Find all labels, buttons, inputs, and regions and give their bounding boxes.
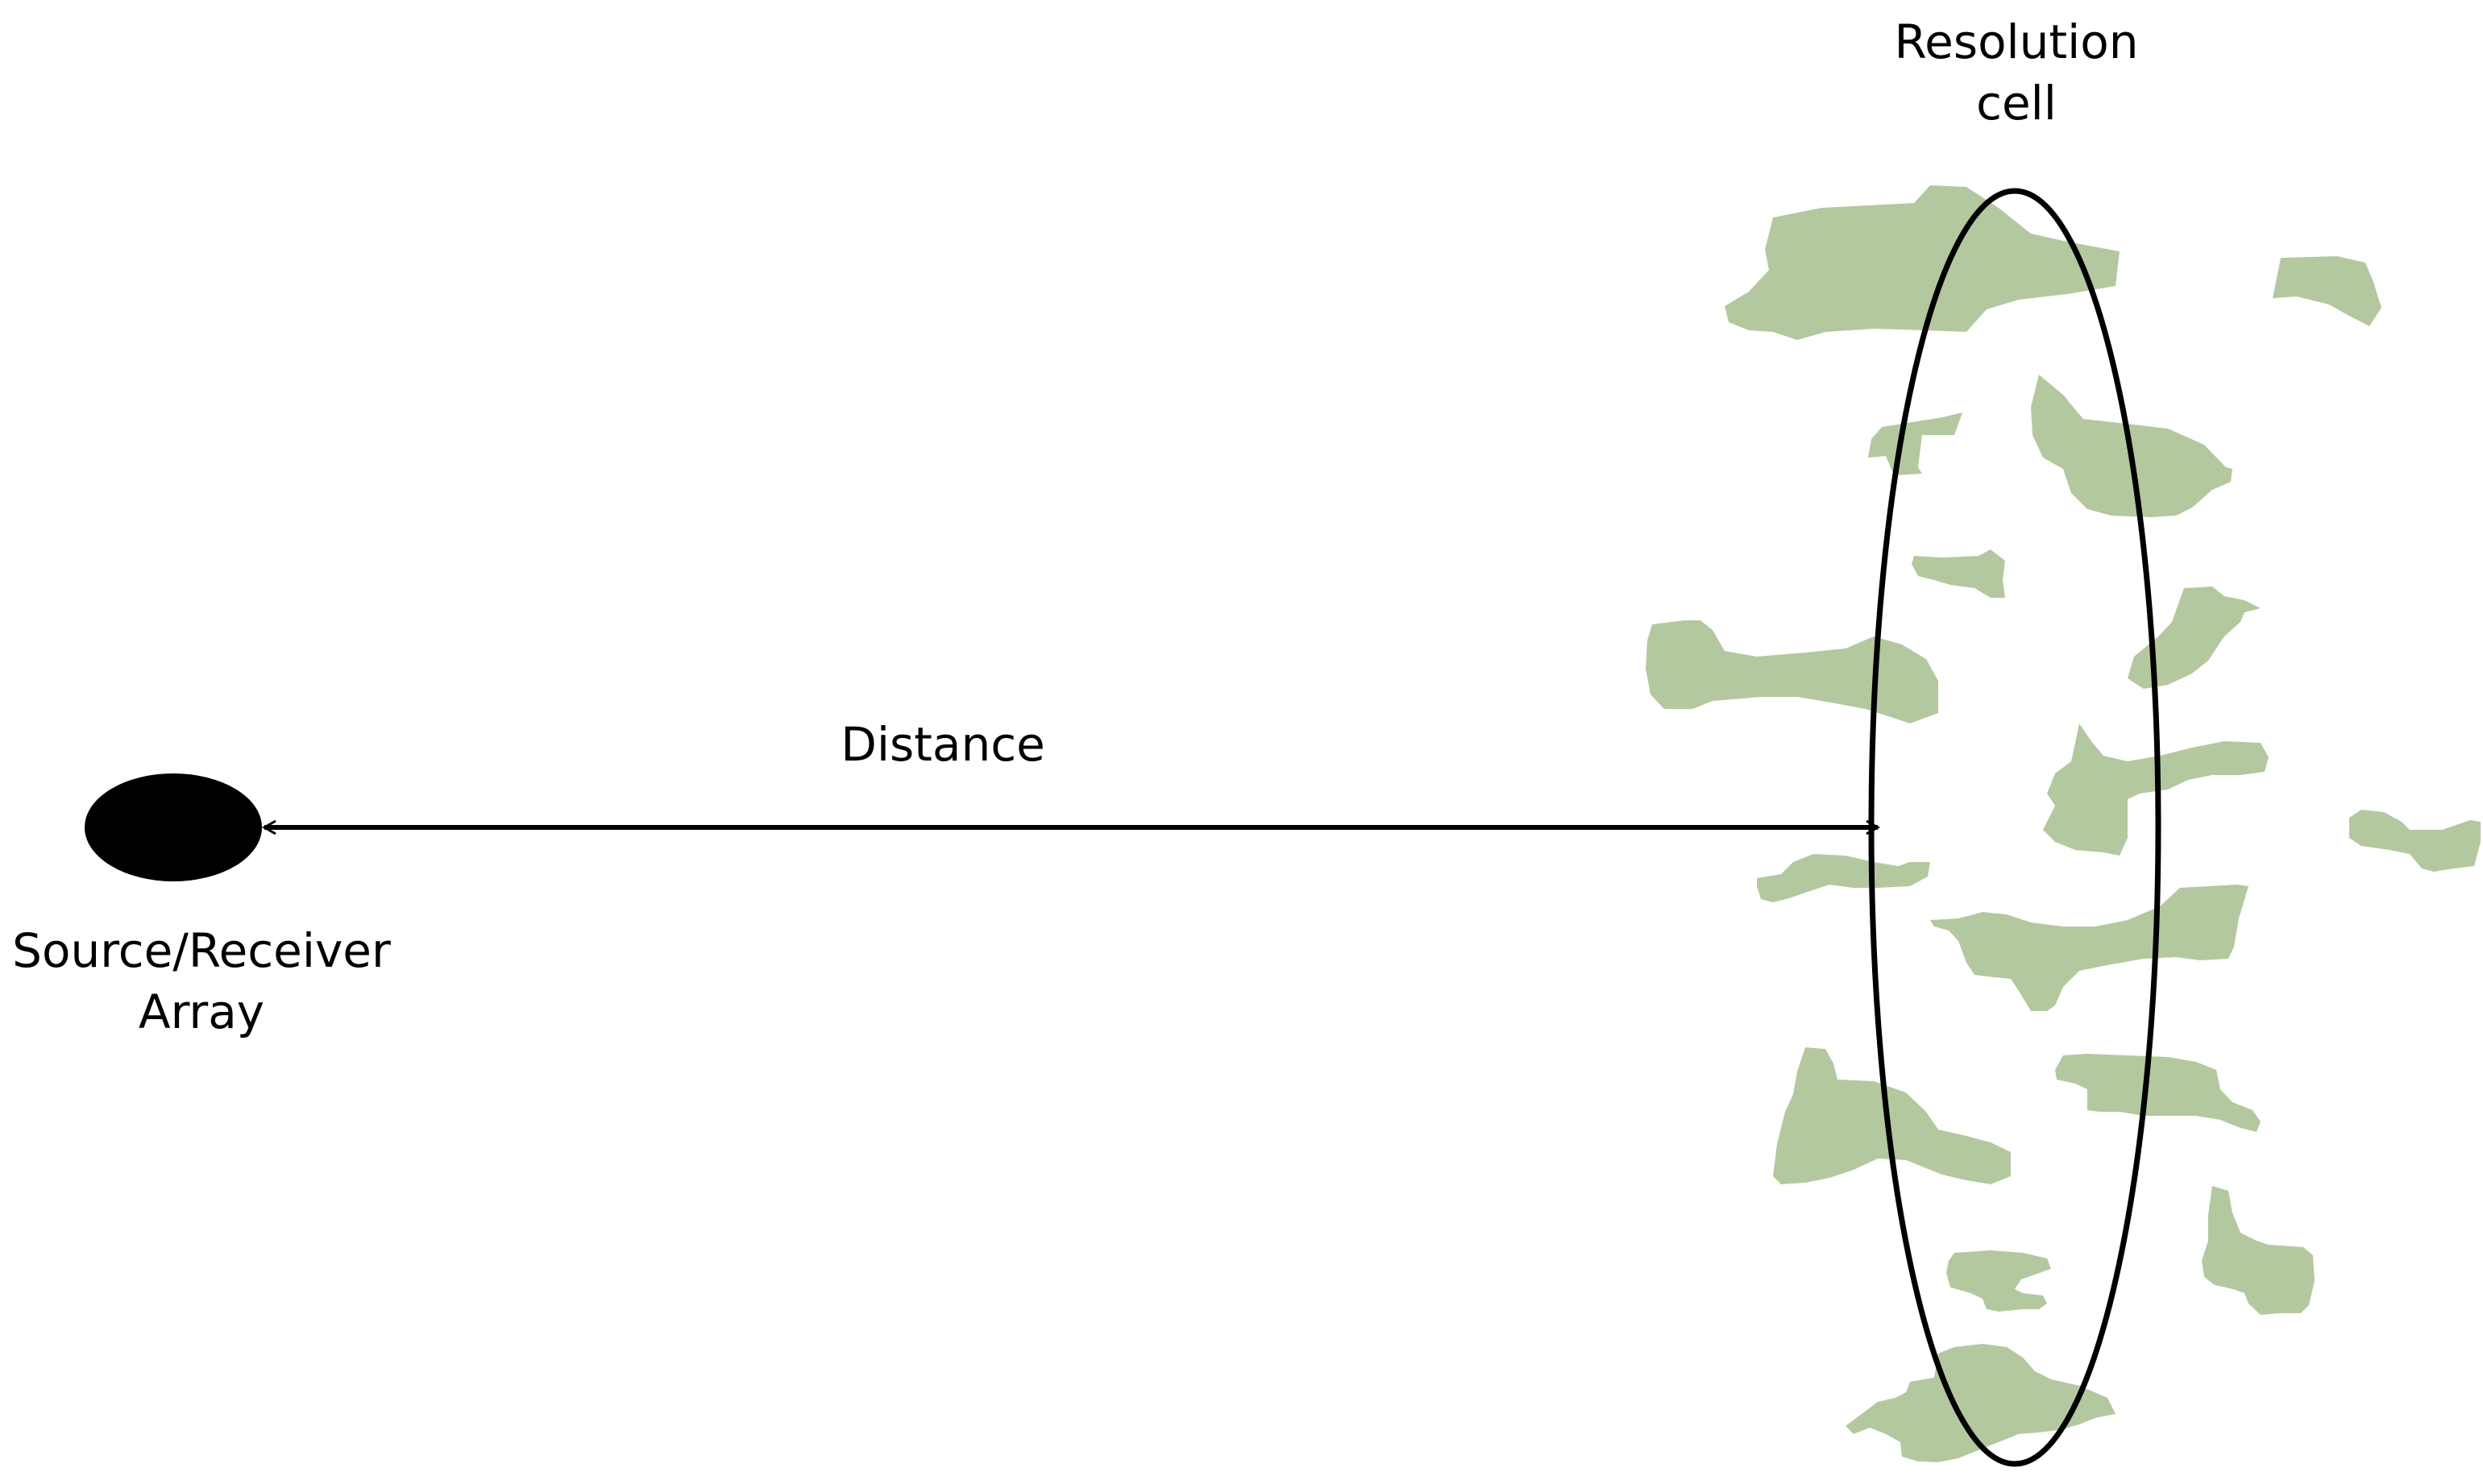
resolution-cell-label-line2: cell xyxy=(1976,76,2057,131)
scatterer-patch xyxy=(1773,1047,2011,1184)
scatterer-patch xyxy=(1757,854,1930,902)
distance-label: Distance xyxy=(841,717,1045,772)
scatterer-patch xyxy=(1912,549,2005,598)
scatterer-patch xyxy=(1646,620,1938,723)
scatterer-patch xyxy=(2273,256,2381,326)
source-receiver-array-disc xyxy=(85,773,262,881)
scatterer-patch xyxy=(2055,1054,2261,1132)
scatterer-patch xyxy=(1846,1344,2116,1462)
scatterer-patches xyxy=(1646,185,2481,1462)
scatterer-patch xyxy=(1725,185,2120,340)
scatterer-patch xyxy=(1930,885,2248,1011)
scatterer-patch xyxy=(1868,412,1962,475)
resolution-cell-ellipse xyxy=(1868,188,2161,1467)
scatterer-patch xyxy=(1946,1250,2051,1312)
scatterer-patch xyxy=(2128,587,2261,689)
source-receiver-label-line1: Source/Receiver xyxy=(12,923,391,978)
scatterer-patch xyxy=(2202,1186,2315,1315)
resolution-cell-label-line1: Resolution xyxy=(1894,15,2138,69)
source-receiver-label-line2: Array xyxy=(139,984,264,1039)
scatterer-patch xyxy=(2349,810,2481,872)
